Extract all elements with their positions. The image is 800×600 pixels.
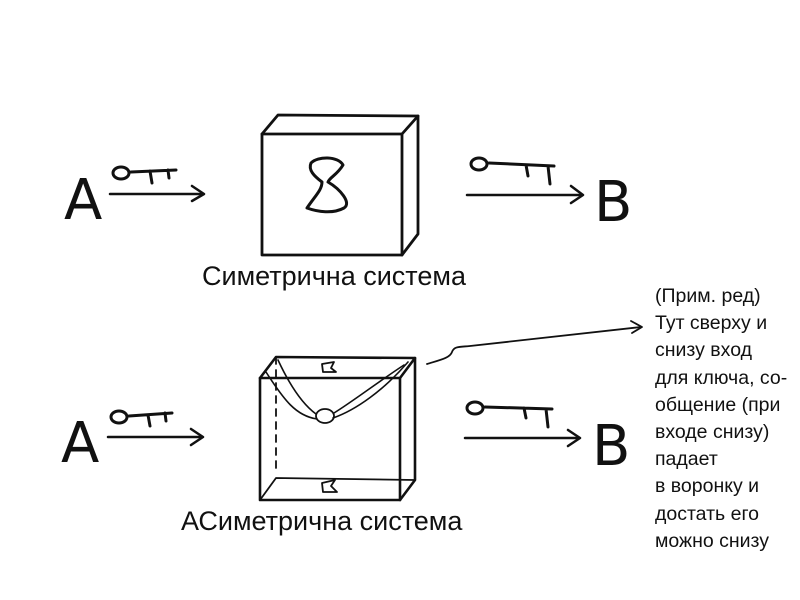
lock-icon — [321, 361, 337, 373]
note-line: достать его — [655, 502, 759, 525]
lock-icon — [321, 479, 338, 493]
lock-icon — [305, 156, 349, 214]
note-line: можно снизу — [655, 529, 769, 552]
arrow-icon — [108, 184, 206, 203]
key-icon — [469, 156, 556, 186]
note-line: (Прим. ред) — [655, 285, 761, 307]
arrow-icon — [463, 428, 582, 448]
editor-note: (Прим. ред) Тут сверху и снизу вход для … — [655, 283, 800, 555]
funnel-icon — [265, 359, 409, 424]
note-line: общение (при — [655, 393, 781, 416]
caption-symmetric: Симетрична система — [202, 261, 466, 291]
node-a-bottom: A — [61, 411, 100, 476]
node-b-top: B — [594, 170, 633, 235]
note-line: Тут сверху и — [655, 312, 768, 335]
arrow-icon — [106, 427, 205, 447]
caption-asymmetric: АСиметрична система — [181, 506, 463, 536]
annotation-arrow — [426, 320, 643, 365]
box-icon — [260, 113, 420, 257]
note-line: в воронку и — [655, 475, 760, 498]
note-line: падает — [655, 448, 718, 471]
key-icon — [465, 400, 554, 429]
note-line: для ключа, со- — [655, 366, 788, 389]
box-icon — [258, 355, 417, 502]
arrow-icon — [465, 184, 585, 205]
note-line: снизу вход — [655, 339, 752, 362]
node-a-top: A — [64, 168, 103, 233]
node-b-bottom: B — [592, 414, 631, 479]
key-icon — [109, 409, 174, 428]
note-line: входе снизу) — [655, 421, 770, 444]
key-icon — [111, 165, 178, 185]
